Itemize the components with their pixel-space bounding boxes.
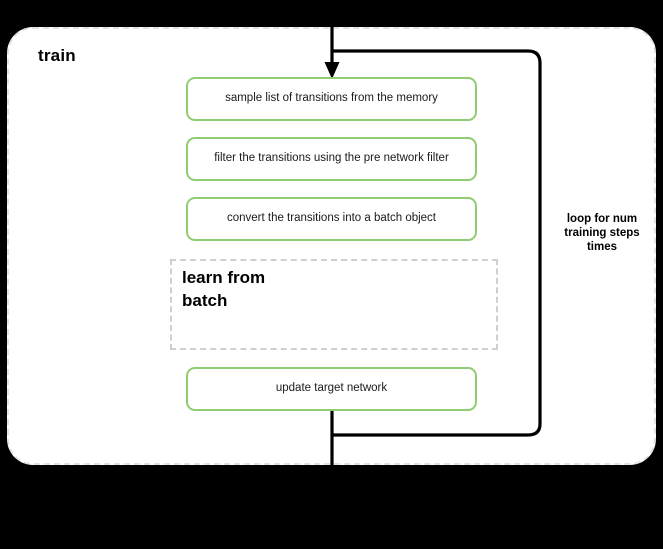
step-convert-label: convert the transitions into a batch obj… [226,212,437,225]
learn-from-batch-subgraph[interactable]: learn from batch [170,259,498,350]
step-update-label: update target network [275,382,388,395]
step-sample-label: sample list of transitions from the memo… [225,92,438,105]
step-convert[interactable]: convert the transitions into a batch obj… [186,197,477,241]
step-filter[interactable]: filter the transitions using the pre net… [186,137,477,181]
learn-from-batch-label: learn from batch [182,267,332,313]
step-filter-label: filter the transitions using the pre net… [214,152,449,165]
loop-annotation-line3: times [586,241,618,254]
step-update-target-network[interactable]: update target network [186,367,477,411]
loop-annotation-line1: loop for num [566,213,638,225]
loop-annotation: loop for num training steps times [546,212,658,254]
learn-from-batch-line1: learn from [182,268,266,287]
learn-from-batch-line2: batch [182,290,228,310]
page-title: train [38,46,76,65]
loop-annotation-line2: training steps [564,227,640,240]
step-sample[interactable]: sample list of transitions from the memo… [186,77,477,121]
